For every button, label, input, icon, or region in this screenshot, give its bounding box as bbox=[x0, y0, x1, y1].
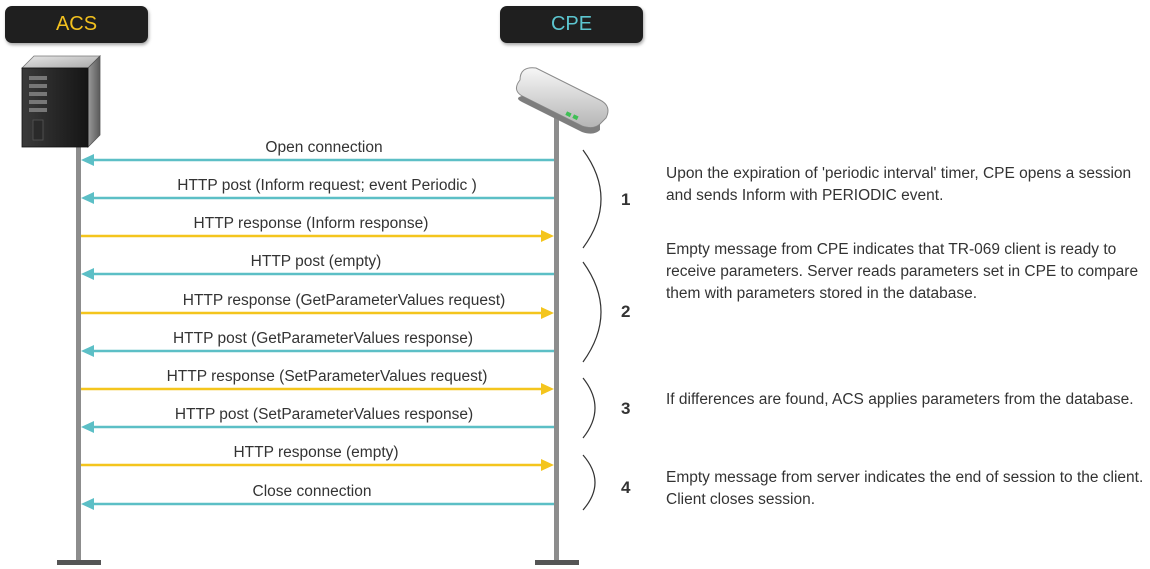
message-arrow bbox=[81, 154, 554, 166]
message-arrow bbox=[81, 268, 554, 280]
message-arrow bbox=[81, 421, 554, 433]
cpe-participant-label: CPE bbox=[500, 6, 643, 43]
message-label: HTTP post (Inform request; event Periodi… bbox=[177, 177, 477, 194]
step-description: Upon the expiration of 'periodic interva… bbox=[666, 165, 1132, 204]
step-bracket bbox=[582, 377, 596, 439]
step-bracket bbox=[582, 149, 602, 249]
message-arrow bbox=[81, 498, 554, 510]
step-description: If differences are found, ACS applies pa… bbox=[666, 391, 1134, 408]
step-description: Empty message from CPE indicates that TR… bbox=[666, 241, 1139, 302]
message-label: HTTP response (empty) bbox=[233, 444, 399, 461]
message-label: Close connection bbox=[252, 483, 372, 500]
message-arrow bbox=[81, 192, 554, 204]
message-label: HTTP post (SetParameterValues response) bbox=[174, 406, 474, 423]
cpe-lifeline bbox=[535, 110, 579, 565]
message-arrow bbox=[81, 383, 554, 395]
message-arrow bbox=[81, 345, 554, 357]
acs-participant-label: ACS bbox=[5, 6, 148, 43]
message-arrow bbox=[81, 307, 554, 319]
router-icon bbox=[516, 67, 609, 134]
message-arrow bbox=[81, 230, 554, 242]
message-arrow bbox=[81, 459, 554, 471]
message-label: HTTP post (empty) bbox=[250, 253, 382, 270]
step-number: 3 bbox=[621, 399, 631, 418]
message-label: HTTP response (Inform response) bbox=[193, 215, 429, 232]
server-icon bbox=[21, 55, 101, 148]
message-label: Open connection bbox=[265, 139, 383, 156]
step-number: 2 bbox=[621, 302, 631, 321]
acs-lifeline bbox=[57, 118, 101, 565]
step-bracket bbox=[582, 261, 602, 363]
step-bracket bbox=[582, 454, 596, 511]
message-label: HTTP response (SetParameterValues reques… bbox=[166, 368, 488, 385]
message-label: HTTP post (GetParameterValues response) bbox=[172, 330, 474, 347]
step-number: 4 bbox=[621, 478, 631, 497]
message-label: HTTP response (GetParameterValues reques… bbox=[182, 292, 506, 309]
step-description: Empty message from server indicates the … bbox=[666, 469, 1144, 508]
step-number: 1 bbox=[621, 190, 631, 209]
